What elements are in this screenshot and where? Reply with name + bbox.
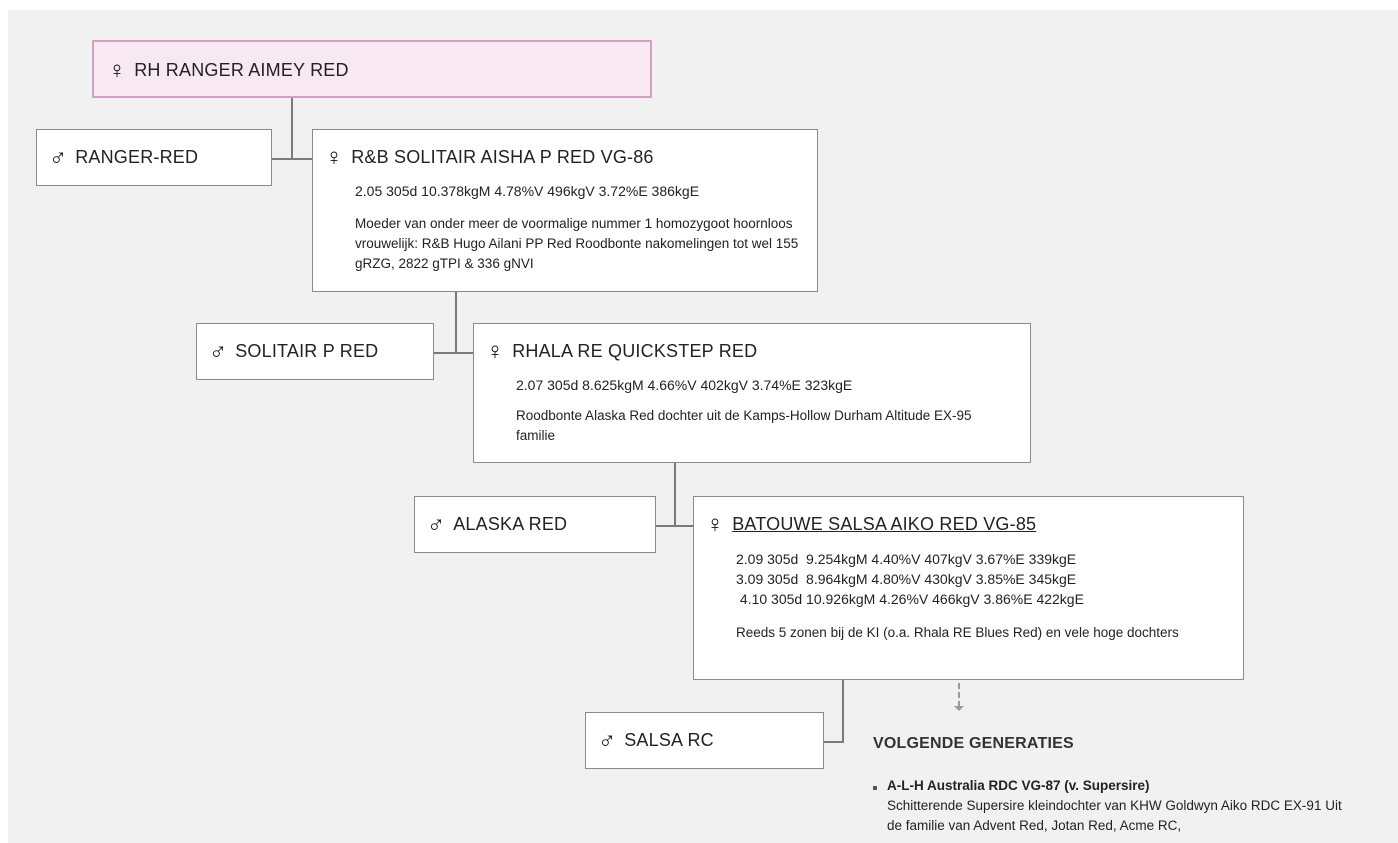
connector-line — [655, 525, 694, 527]
root-animal-name-row: ♀ RH RANGER AIMEY RED — [108, 57, 349, 84]
production-stats: 2.05 305d 10.378kgM 4.78%V 496kgV 3.72%E… — [355, 183, 700, 199]
dam-box[interactable]: ♀ R&B SOLITAIR AISHA P RED VG-86 2.05 305… — [312, 129, 818, 292]
sire-name: RANGER-RED — [75, 147, 199, 167]
sire-name: ALASKA RED — [453, 514, 568, 534]
connector-line — [823, 741, 844, 743]
sire-name-row: ♂ ALASKA RED — [427, 511, 568, 538]
female-icon: ♀ — [706, 511, 725, 538]
production-stats: 4.10 305d 10.926kgM 4.26%V 466kgV 3.86%E… — [736, 591, 1084, 607]
dam-name: RHALA RE QUICKSTEP RED — [512, 341, 758, 361]
connector-line — [674, 463, 676, 526]
dam-name: R&B SOLITAIR AISHA P RED VG-86 — [351, 147, 654, 167]
next-generation-item[interactable]: A-L-H Australia RDC VG-87 (v. Supersire)… — [887, 776, 1357, 836]
dam-name-row: ♀ R&B SOLITAIR AISHA P RED VG-86 — [325, 144, 654, 171]
next-generation-description: Schitterende Supersire kleindochter van … — [887, 798, 1342, 833]
next-generations-title: VOLGENDE GENERATIES — [873, 735, 1074, 752]
female-icon: ♀ — [486, 338, 505, 365]
sire-box[interactable]: ♂ SALSA RC — [585, 712, 824, 769]
root-animal-name: RH RANGER AIMEY RED — [134, 60, 349, 80]
sire-name: SOLITAIR P RED — [235, 341, 379, 361]
connector-line — [433, 352, 474, 354]
bullet-icon — [873, 786, 877, 790]
sire-box[interactable]: ♂ RANGER-RED — [36, 129, 272, 186]
male-icon: ♂ — [209, 338, 228, 365]
female-icon: ♀ — [108, 57, 127, 84]
connector-line — [455, 292, 457, 353]
root-animal-box[interactable]: ♀ RH RANGER AIMEY RED — [92, 40, 652, 98]
connector-line — [842, 680, 844, 742]
dam-name-row: ♀ BATOUWE SALSA AIKO RED VG-85 — [706, 511, 1037, 538]
dam-description: Reeds 5 zonen bij de KI (o.a. Rhala RE B… — [736, 625, 1179, 640]
connector-line — [291, 97, 293, 159]
dam-box[interactable]: ♀ BATOUWE SALSA AIKO RED VG-85 2.09 305d … — [693, 496, 1244, 680]
next-generations-arrow — [958, 683, 960, 707]
pedigree-canvas: ♀ RH RANGER AIMEY RED ♂ RANGER-RED ♀ R&B SO… — [8, 10, 1398, 843]
dam-box[interactable]: ♀ RHALA RE QUICKSTEP RED 2.07 305d 8.625k… — [473, 323, 1031, 463]
dam-name-link[interactable]: BATOUWE SALSA AIKO RED VG-85 — [732, 514, 1037, 534]
sire-name-row: ♂ SOLITAIR P RED — [209, 338, 379, 365]
dam-name-row: ♀ RHALA RE QUICKSTEP RED — [486, 338, 758, 365]
production-stats: 2.09 305d 9.254kgM 4.40%V 407kgV 3.67%E … — [736, 551, 1077, 567]
dam-description: Moeder van onder meer de voormalige numm… — [355, 216, 799, 271]
male-icon: ♂ — [49, 144, 68, 171]
sire-name-row: ♂ RANGER-RED — [49, 144, 199, 171]
production-stats: 3.09 305d 8.964kgM 4.80%V 430kgV 3.85%E … — [736, 571, 1077, 587]
dam-description: Roodbonte Alaska Red dochter uit de Kamp… — [516, 408, 972, 443]
male-icon: ♂ — [427, 511, 446, 538]
arrow-head-icon — [954, 706, 964, 711]
male-icon: ♂ — [598, 727, 617, 754]
sire-name: SALSA RC — [624, 730, 714, 750]
sire-name-row: ♂ SALSA RC — [598, 727, 714, 754]
female-icon: ♀ — [325, 144, 344, 171]
connector-line — [271, 158, 313, 160]
sire-box[interactable]: ♂ ALASKA RED — [414, 496, 656, 553]
next-generation-name: A-L-H Australia RDC VG-87 (v. Supersire) — [887, 778, 1150, 793]
sire-box[interactable]: ♂ SOLITAIR P RED — [196, 323, 434, 380]
production-stats: 2.07 305d 8.625kgM 4.66%V 402kgV 3.74%E … — [516, 377, 853, 393]
